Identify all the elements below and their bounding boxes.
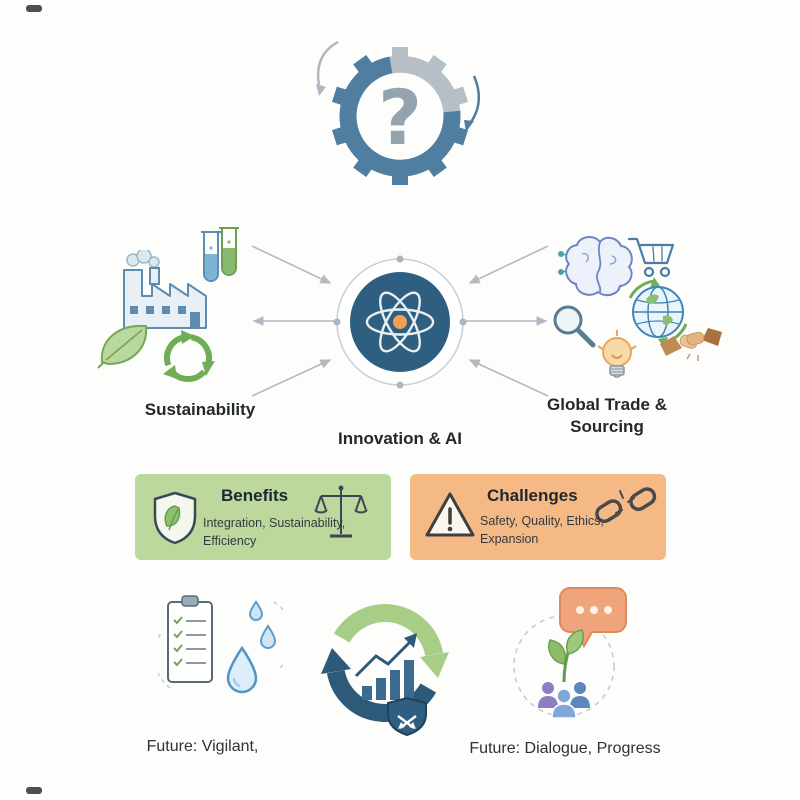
shield-leaf-icon — [153, 491, 197, 545]
leaf-icon — [97, 324, 148, 369]
scales-icon — [314, 485, 368, 538]
bar-chart-icon — [354, 633, 417, 700]
test-tubes-icon — [201, 227, 239, 282]
brain-circuit-icon — [558, 236, 633, 297]
right-cluster-label: Global Trade & Sourcing — [547, 395, 667, 437]
shopping-cart-icon — [627, 237, 675, 278]
benefits-title: Benefits — [221, 486, 289, 505]
water-drops-icon — [226, 600, 284, 694]
factory-icon — [123, 250, 207, 329]
sprout-people-icon — [513, 587, 627, 719]
benefits-panel: Benefits Integration, Sustainability, Ef… — [135, 474, 391, 560]
checklist-clipboard-icon — [158, 595, 213, 689]
shield-arrows-icon — [387, 696, 427, 737]
challenges-description: Safety, Quality, Ethics, Expansion — [480, 514, 604, 547]
lightbulb-icon — [597, 330, 637, 378]
handshake-icon — [660, 328, 722, 361]
footer-right-label: Future: Dialogue, Progress — [469, 740, 661, 757]
hub-label: Innovation & AI — [337, 429, 463, 448]
cycle-arrows-icon — [321, 604, 449, 737]
edge-artifact-top — [26, 5, 42, 12]
warning-triangle-icon — [425, 492, 475, 537]
challenges-title: Challenges — [487, 486, 578, 505]
svg-text:?: ? — [378, 73, 422, 162]
magnifier-icon — [553, 305, 596, 348]
globe-recycle-icon — [628, 277, 688, 348]
broken-chain-icon — [595, 487, 657, 524]
challenges-panel: Challenges Safety, Quality, Ethics, Expa… — [410, 474, 666, 560]
footer-left-label: Future: Vigilant, — [146, 738, 259, 755]
recycling-icon — [163, 330, 215, 383]
edge-artifact-bottom — [26, 787, 42, 794]
gear-question-icon: ? — [316, 40, 481, 185]
benefits-description: Integration, Sustainability, Efficiency — [203, 516, 346, 549]
left-cluster-label: Sustainability — [144, 400, 256, 419]
atom-hub-icon — [333, 255, 467, 389]
